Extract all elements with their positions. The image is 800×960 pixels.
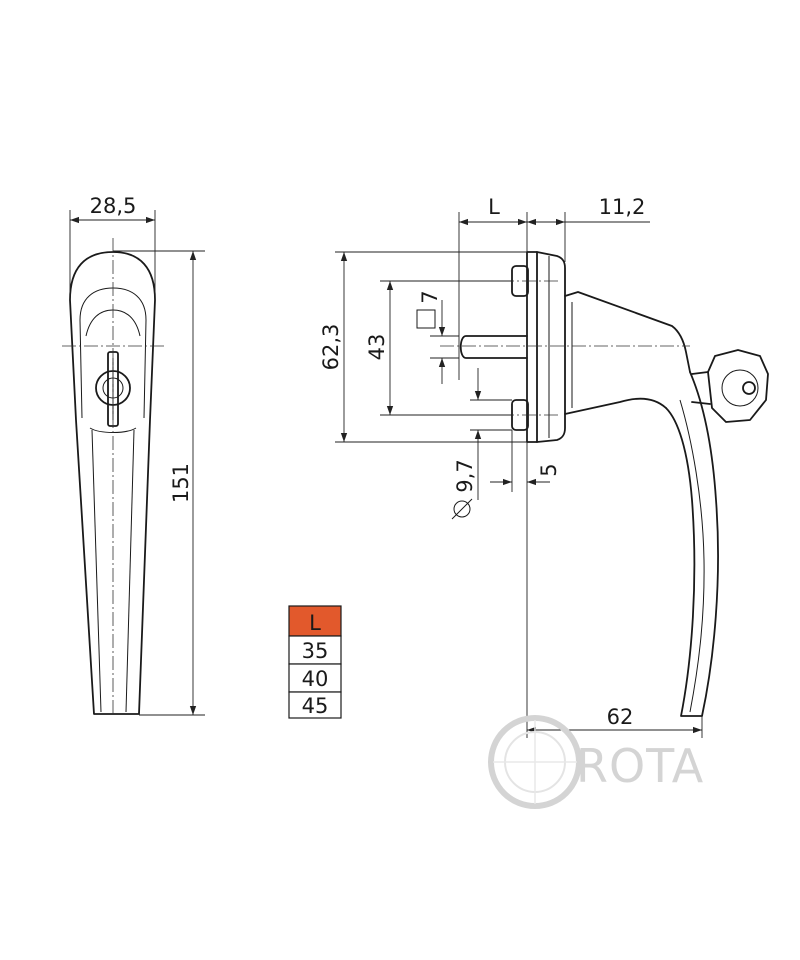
spindle <box>459 335 528 359</box>
dim-L-label: L <box>488 195 500 219</box>
length-table-row-cell <box>288 691 342 719</box>
logo-ring-icon <box>488 715 582 809</box>
rota-logo: ROTA <box>488 715 704 809</box>
dim-spindle-offset-label: 5 <box>537 463 561 476</box>
handle-neck-lower <box>564 397 667 415</box>
dim-width-label: 28,5 <box>90 194 137 218</box>
length-table-row-35: 35 <box>302 639 329 663</box>
diameter-symbol-slash <box>451 498 473 520</box>
handle-neck <box>564 291 691 373</box>
side-key-shaft <box>691 371 711 405</box>
side-view: L 11,2 62,3 43 7 9,7 5 62 <box>319 195 769 738</box>
dim-spindle-square-label: 7 <box>418 290 442 303</box>
diameter-symbol-icon <box>453 500 471 518</box>
rosette-cover <box>536 251 566 443</box>
front-grip-right <box>125 429 135 713</box>
length-table: L 35 40 45 <box>288 605 342 719</box>
dim-rosette-height-label: 62,3 <box>319 324 343 371</box>
side-key-ring <box>721 369 759 407</box>
dim-height-label: 151 <box>169 463 193 503</box>
side-key-head <box>707 349 769 423</box>
front-handle-outline <box>69 251 156 715</box>
length-table-header-cell <box>288 605 342 637</box>
length-table-row-40: 40 <box>302 667 329 691</box>
length-table-row-45: 45 <box>302 694 329 718</box>
dim-reach-label: 62 <box>607 705 634 729</box>
front-grip-left <box>91 429 102 713</box>
dim-screw-diameter-label: 9,7 <box>453 459 477 492</box>
dim-screw-spacing-label: 43 <box>365 334 389 361</box>
lever-arm <box>665 371 719 717</box>
dim-rosette-depth-label: 11,2 <box>599 195 646 219</box>
front-view: 28,5 151 <box>62 194 205 716</box>
logo-text: ROTA <box>576 739 704 793</box>
length-table-header: L <box>309 611 321 635</box>
lever-arm-ridge <box>679 399 705 713</box>
square-symbol-icon <box>416 309 436 329</box>
side-key-hole <box>742 381 756 395</box>
